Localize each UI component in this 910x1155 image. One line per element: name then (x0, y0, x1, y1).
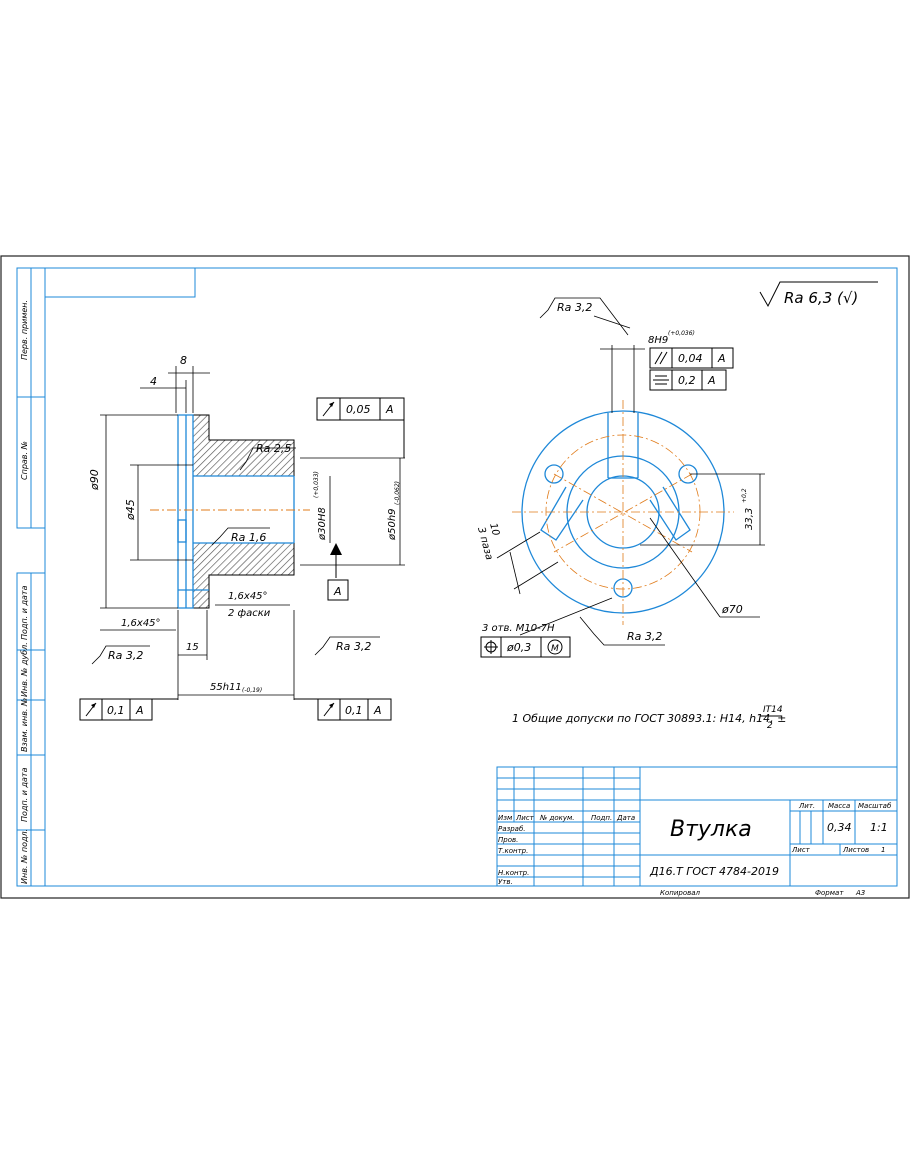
scale-label: Масштаб (858, 802, 892, 810)
runout-top-datum: A (385, 403, 394, 416)
side-stamp-label: Инв. № дубл. (20, 642, 29, 697)
copied-label: Копировал (660, 889, 701, 897)
position-modifier: M (551, 644, 559, 654)
general-roughness-text: Ra 6,3 (√) (784, 289, 858, 307)
note-1: 1 Общие допуски по ГОСТ 30893.1: H14, h1… (512, 712, 786, 725)
side-stamp-label: Перв. примен. (20, 300, 29, 360)
symmetry-datum: A (707, 374, 716, 387)
runout-top-value: 0,05 (346, 403, 371, 416)
side-stamp-label: Справ. № (20, 441, 29, 480)
dim-4-label: 4 (150, 375, 157, 388)
position-frame: ø0,3 M (480, 636, 571, 658)
runout-frame-left: 0,1 A (79, 698, 178, 721)
datum-box (327, 579, 349, 601)
side-stamp-label: Инв. № подл. (20, 829, 29, 884)
dia-30-tol: (+0,033) (313, 471, 320, 498)
runout-right-datum: A (373, 704, 382, 717)
technical-notes: 1 Общие допуски по ГОСТ 30893.1: H14, h1… (512, 705, 786, 731)
dia-30-label: ø30H8 (317, 507, 328, 541)
col-list: Лист (515, 814, 535, 822)
ra-32-right-label: Ra 3,2 (336, 640, 371, 653)
parallel-datum: A (717, 352, 726, 365)
symmetry-value: 0,2 (678, 374, 696, 387)
dim-333-tol: +0,2 (741, 488, 748, 503)
parallel-value: 0,04 (678, 352, 703, 365)
side-view: A 8 4 ø90 ø45 ø30H8 (+0,033) ø50h9 (-0,0… (79, 354, 405, 721)
col-izm: Изм (498, 814, 513, 822)
row-check: Пров. (498, 836, 518, 844)
runout-frame-top: 0,05 A (316, 397, 405, 458)
ra-16-label: Ra 1,6 (231, 531, 266, 544)
chamfer-2-note: 2 фаски (228, 608, 271, 619)
runout-left-datum: A (135, 704, 144, 717)
runout-frame-right: 0,1 A (294, 698, 392, 721)
sheet-label: Лист (791, 846, 811, 854)
position-value: ø0,3 (506, 641, 531, 654)
dia-50-tol: (-0,062) (394, 481, 401, 505)
datum-label: A (333, 585, 342, 598)
dim-55-tol: (-0,19) (242, 687, 262, 694)
title-block: Изм Лист № докум. Подп. Дата Разраб. Про… (496, 766, 898, 897)
format-label: Формат (815, 889, 844, 897)
dim-333-label: 33,3 (744, 508, 755, 530)
symmetry-frame: 0,2 A (649, 369, 727, 391)
side-stamp-label: Взам. инв. № (20, 698, 29, 752)
key-width-tol: (+0,036) (668, 330, 695, 337)
dia-50-label: ø50h9 (387, 508, 398, 541)
note-fraction-numerator: IT14 (763, 705, 783, 715)
chamfer-2-label: 1,6x45° (228, 591, 268, 602)
dia-90-label: ø90 (88, 469, 101, 491)
note-fraction-denominator: 2 (767, 721, 773, 731)
col-date: Дата (616, 814, 635, 822)
side-stamp-label: Подп. и дата (20, 767, 29, 822)
ra-32-bottom-label: Ra 3,2 (627, 630, 662, 643)
runout-left-value: 0,1 (107, 704, 125, 717)
row-ncontrol: Н.контр. (498, 869, 529, 877)
mass-label: Масса (828, 802, 850, 810)
material: Д16.Т ГОСТ 4784-2019 (649, 865, 779, 878)
general-roughness: Ra 6,3 (√) (759, 281, 878, 308)
sheets-label: Листов (842, 846, 869, 854)
holes-note: 3 отв. М10-7H (482, 623, 555, 634)
format-value: A3 (855, 889, 865, 897)
key-width-label: 8H9 (648, 335, 668, 346)
sheet-border (0, 255, 910, 899)
front-view: 0,04 A 0,2 A ø0,3 M Ra 3,2 Ra 3,2 8H9 (475, 297, 765, 658)
scale-value: 1:1 (870, 821, 888, 834)
parallel-frame: 0,04 A (649, 347, 734, 369)
chamfer-1-label: 1,6x45° (121, 618, 161, 629)
row-tcontrol: Т.контр. (498, 847, 528, 855)
runout-right-value: 0,1 (345, 704, 363, 717)
sheets-count: 1 (881, 846, 885, 854)
side-stamp-labels: Перв. примен. Справ. № Подп. и дата Инв.… (20, 300, 29, 884)
part-name: Втулка (670, 817, 752, 842)
col-docnum: № докум. (539, 814, 575, 822)
dia-45-label: ø45 (124, 499, 137, 521)
ra-25-label: Ra 2,5 (256, 442, 291, 455)
ra-32-left-label: Ra 3,2 (108, 649, 143, 662)
ra-32-top-label: Ra 3,2 (557, 301, 592, 314)
dim-8-label: 8 (180, 354, 187, 367)
row-develop: Разраб. (498, 825, 526, 833)
dim-55-label: 55h11 (210, 682, 242, 693)
dia-70-label: ø70 (721, 603, 743, 616)
col-sign: Подп. (591, 814, 612, 822)
dim-10-label: 10 (487, 522, 501, 537)
row-approve: Утв. (498, 878, 513, 886)
side-stamp-label: Подп. и дата (20, 585, 29, 640)
lit-label: Лит. (798, 802, 815, 810)
mass-value: 0,34 (827, 821, 852, 834)
dim-15-label: 15 (186, 642, 199, 653)
